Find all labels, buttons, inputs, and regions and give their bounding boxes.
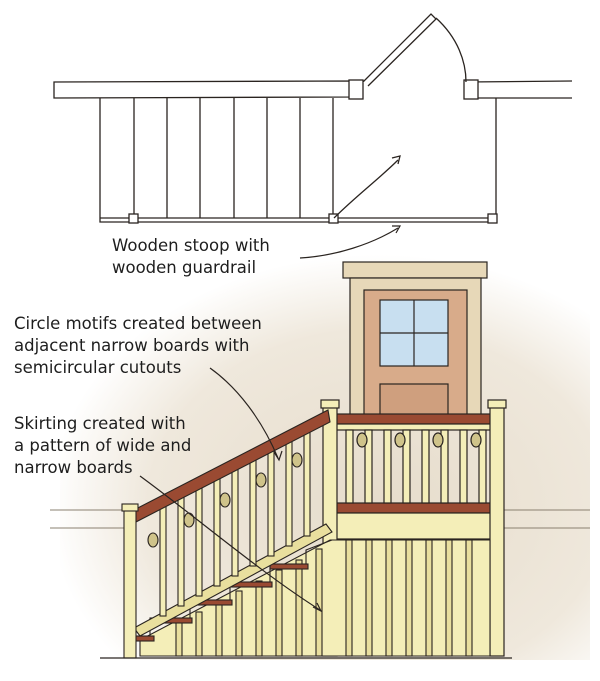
plan-post	[128, 213, 139, 224]
skirting-leader	[139, 475, 321, 611]
plan-wall-right	[465, 80, 573, 99]
callout-circle-line-3: semicircular cutouts	[14, 358, 182, 377]
circle-leader	[209, 367, 279, 459]
leader-lines	[139, 225, 402, 613]
door-surround	[342, 261, 488, 421]
callout-skirting-line-3: narrow boards	[14, 458, 133, 477]
callout-stoop-line-1: Wooden stoop with	[112, 236, 270, 255]
callout-stoop-line-2: wooden guardrail	[112, 258, 257, 277]
plan-stoop-outline	[99, 98, 497, 223]
plan-view	[53, 13, 573, 224]
elevation-view	[50, 254, 590, 661]
newel-post	[489, 403, 505, 657]
plan-door-leaf	[362, 13, 437, 87]
plan-walk-arrow	[333, 159, 399, 219]
stair-treads	[127, 523, 333, 642]
plan-jamb-right	[463, 79, 479, 100]
callout-circle-motifs: Circle motifs created between adjacent n…	[14, 313, 262, 379]
skirting	[139, 539, 491, 657]
stair-railing	[121, 409, 331, 659]
callout-stoop: Wooden stoop with wooden guardrail	[112, 235, 270, 279]
callout-skirting-line-2: a pattern of wide and	[14, 436, 192, 455]
stoop-leader	[299, 227, 399, 259]
plan-post	[328, 213, 339, 224]
callout-circle-line-1: Circle motifs created between	[14, 314, 262, 333]
plan-boards	[133, 98, 334, 218]
callout-skirting-line-1: Skirting created with	[14, 414, 186, 433]
callout-skirting: Skirting created with a pattern of wide …	[14, 413, 191, 479]
bottom-post	[123, 507, 137, 659]
plan-jamb-left	[348, 79, 364, 100]
plan-wall-left	[53, 80, 351, 99]
plan-post	[487, 213, 498, 224]
plan-door-swing	[435, 17, 467, 83]
callout-circle-line-2: adjacent narrow boards with	[14, 336, 250, 355]
